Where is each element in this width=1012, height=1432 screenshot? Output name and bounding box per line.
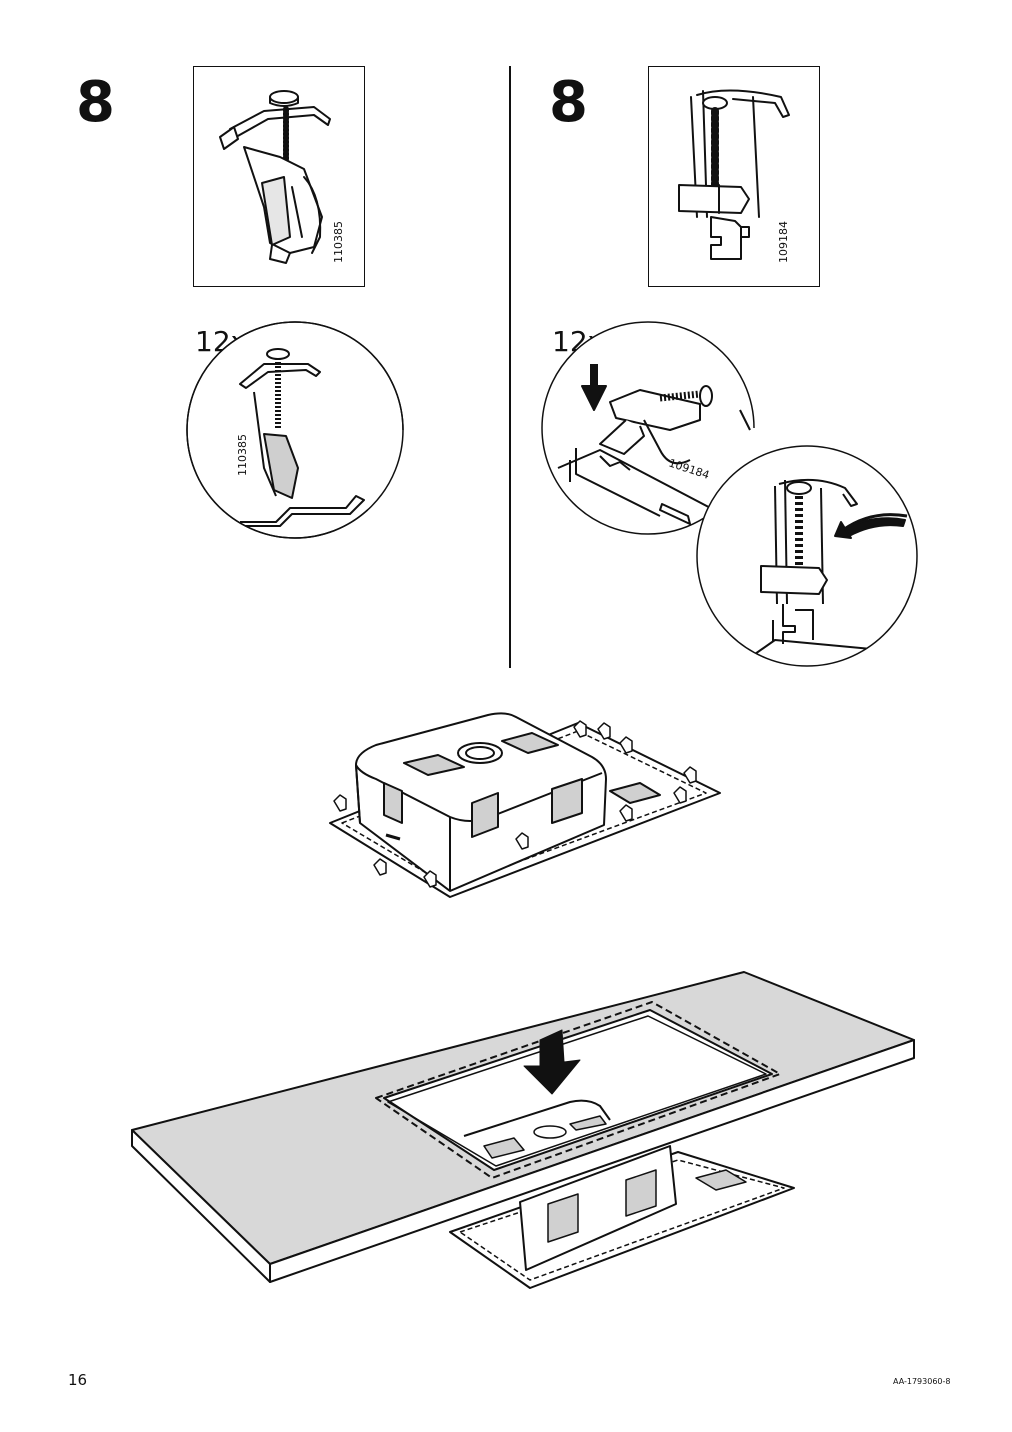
left-step-number: 8 xyxy=(76,70,115,135)
right-step-number: 8 xyxy=(549,70,588,135)
right-part-box: 109184 xyxy=(648,66,820,287)
spring-clip-icon xyxy=(678,89,790,260)
right-detail-circle-a: 109184 xyxy=(541,321,755,535)
left-part-box: 110385 xyxy=(193,66,365,287)
right-part-number: 109184 xyxy=(777,221,790,263)
document-id: AA-1793060-8 xyxy=(893,1377,951,1386)
right-detail-circle-b xyxy=(696,445,918,667)
countertop-illustration xyxy=(131,971,915,1289)
left-part-number: 110385 xyxy=(332,221,345,263)
step-divider xyxy=(509,66,511,668)
clip-hook-icon xyxy=(219,90,331,264)
sink-with-clips-illustration xyxy=(329,712,721,898)
left-detail-circle xyxy=(186,321,404,539)
page-number: 16 xyxy=(68,1371,88,1389)
left-detail-part-number: 110385 xyxy=(236,434,249,476)
